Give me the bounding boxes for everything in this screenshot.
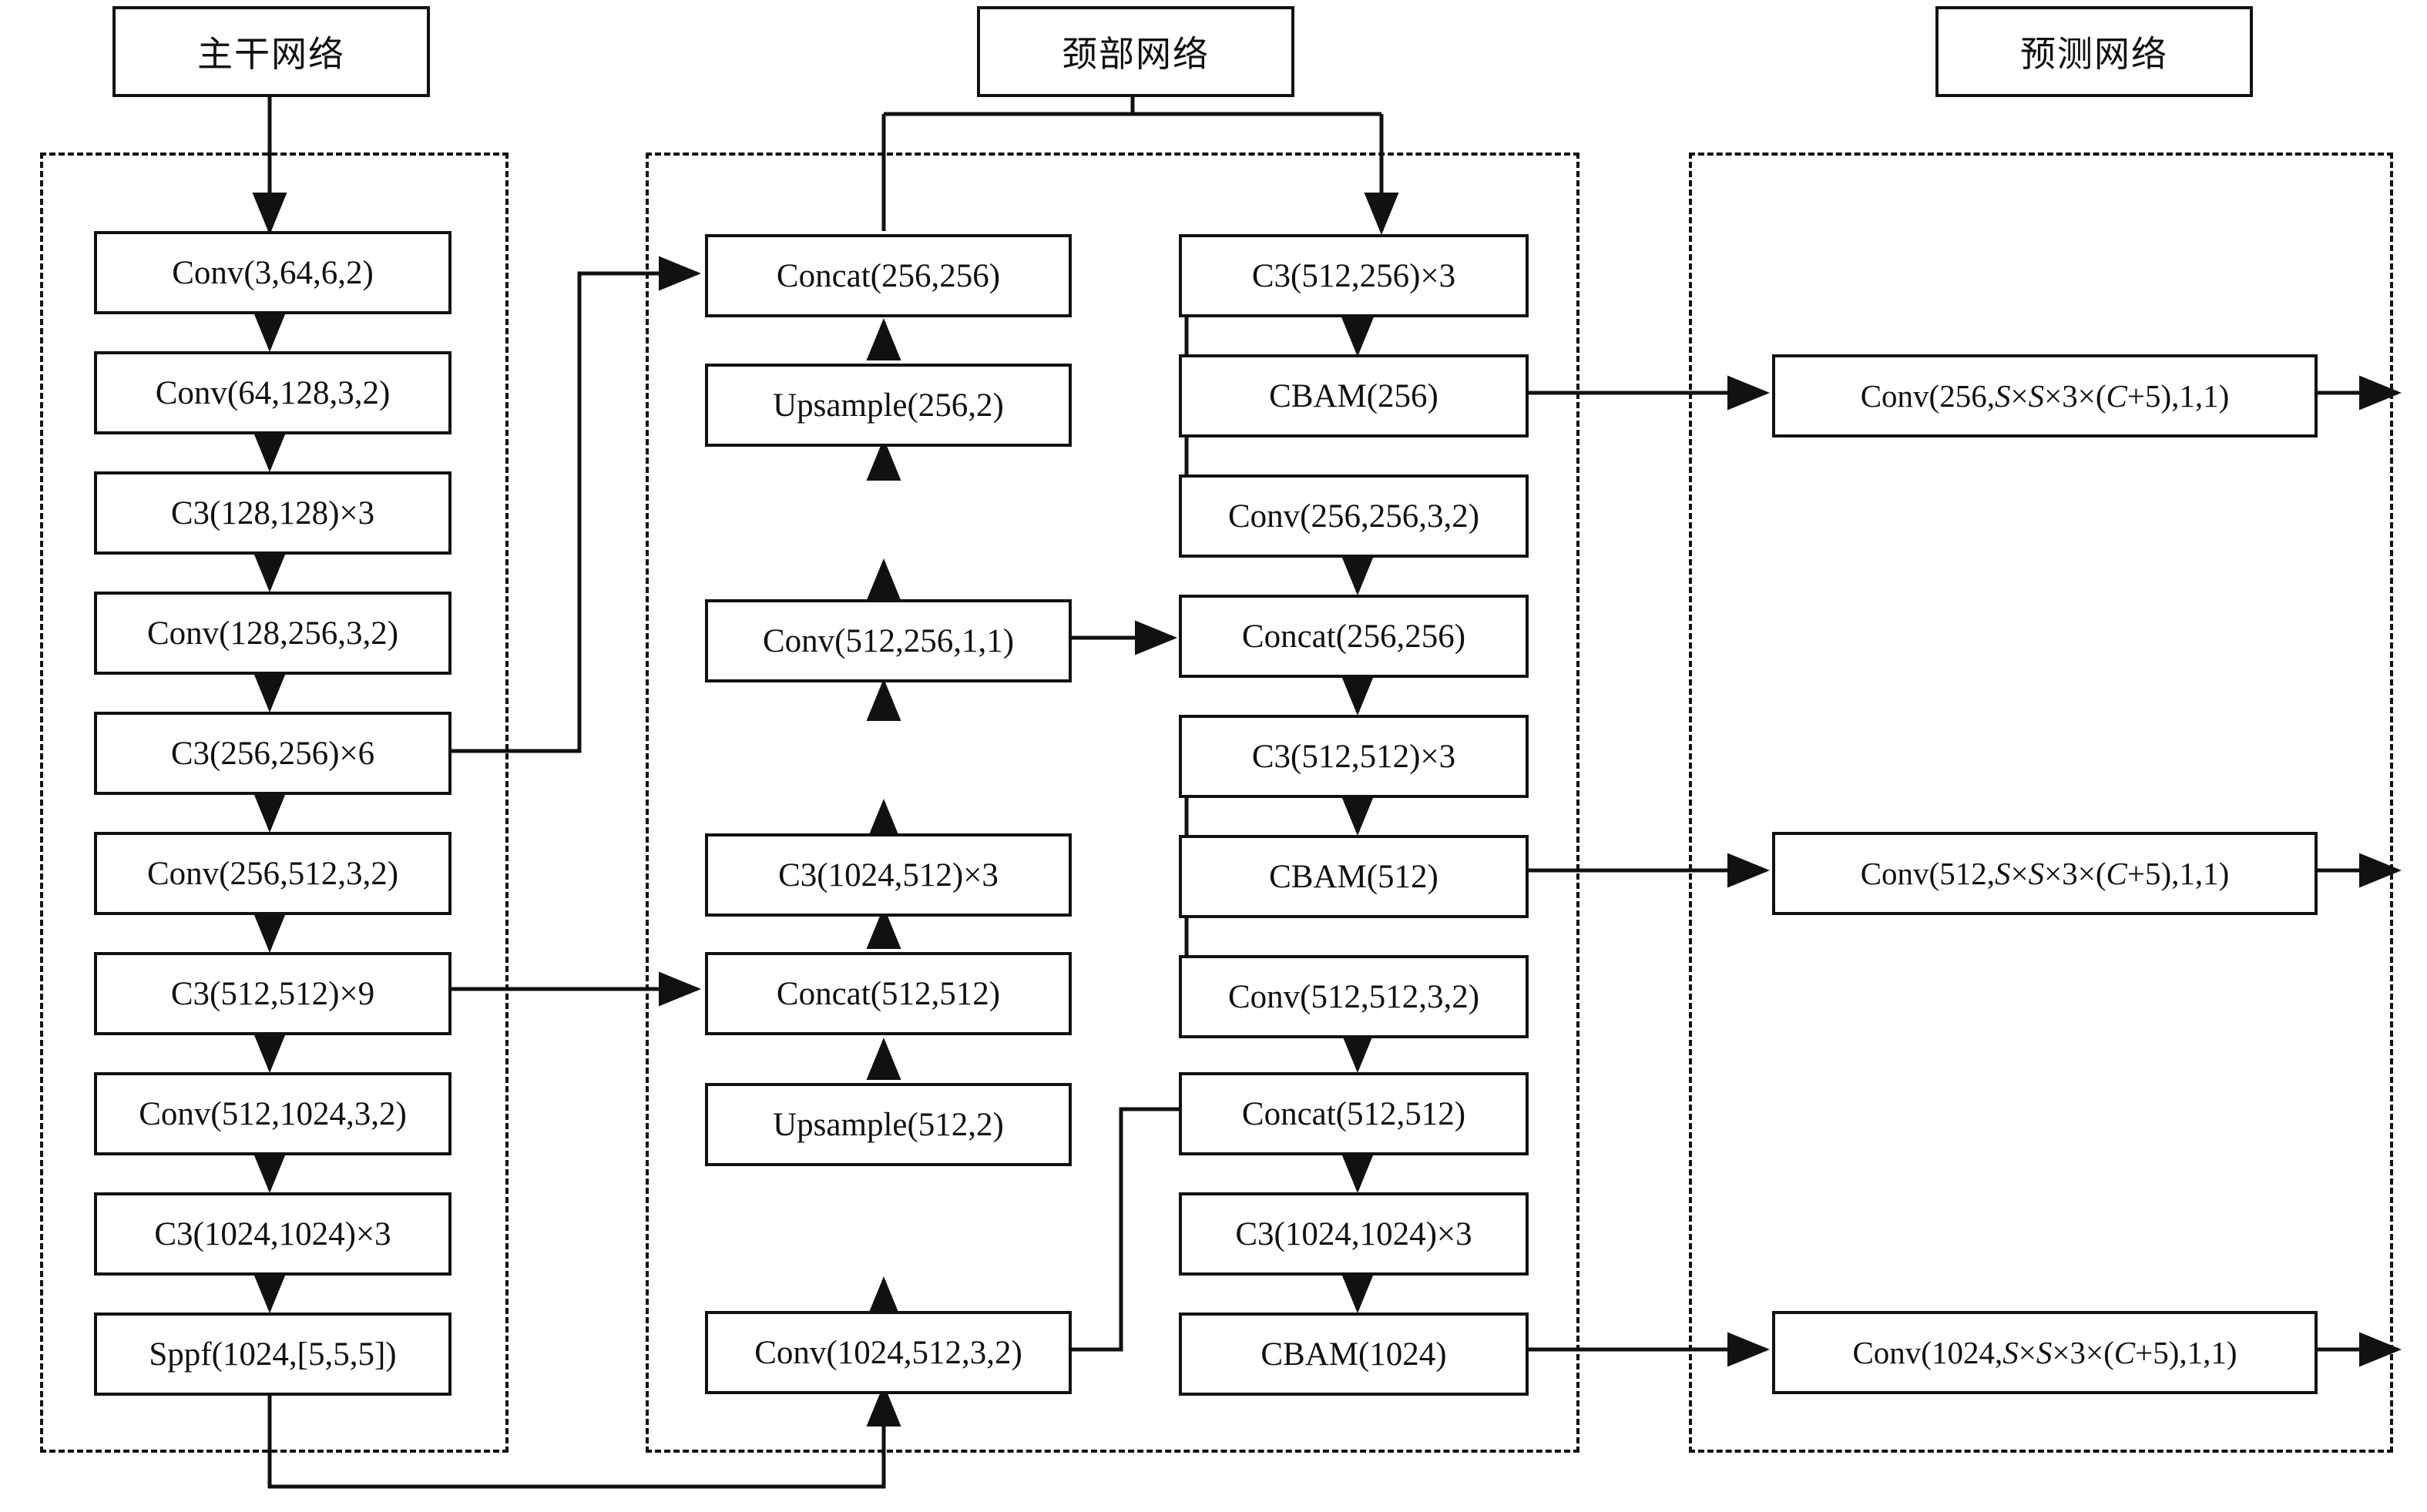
- block-label: C3(1024,512)×3: [778, 857, 999, 893]
- block-label: Conv(512,256,1,1): [762, 622, 1015, 659]
- block-label: C3(512,256)×3: [1251, 257, 1456, 294]
- neck-header-label: 颈部网络: [1062, 33, 1210, 75]
- block-label: Conv(256,512,3,2): [146, 855, 399, 892]
- block-label: CBAM(256): [1269, 377, 1438, 414]
- block-label: Conv(1024,512,3,2): [754, 1334, 1022, 1371]
- block-label: C3(256,256)×6: [170, 735, 375, 772]
- head-header-label: 预测网络: [2020, 33, 2168, 75]
- neck-group-boundary: [646, 153, 1579, 1453]
- backbone-block-conv-512-1024[interactable]: Conv(512,1024,3,2): [94, 1072, 451, 1155]
- backbone-block-sppf[interactable]: Sppf(1024,[5,5,5]): [94, 1313, 451, 1396]
- head-section-header: 预测网络: [1935, 6, 2253, 97]
- neck-block-c3-1024-512[interactable]: C3(1024,512)×3: [705, 833, 1072, 917]
- backbone-block-c3-128[interactable]: C3(128,128)×3: [94, 471, 451, 555]
- block-label: Upsample(256,2): [773, 387, 1004, 424]
- neck-block-conv-256-256[interactable]: Conv(256,256,3,2): [1179, 474, 1529, 558]
- head-block-conv-1024[interactable]: Conv(1024,S×S×3×(C+5),1,1): [1772, 1311, 2318, 1394]
- backbone-block-conv-128-256[interactable]: Conv(128,256,3,2): [94, 592, 451, 675]
- block-label: C3(1024,1024)×3: [154, 1215, 391, 1252]
- backbone-block-conv-64-128[interactable]: Conv(64,128,3,2): [94, 351, 451, 434]
- block-label: Conv(64,128,3,2): [155, 374, 391, 411]
- backbone-block-conv-3-64[interactable]: Conv(3,64,6,2): [94, 231, 451, 314]
- block-label: Concat(256,256): [1241, 618, 1466, 655]
- block-label: Conv(1024,S×S×3×(C+5),1,1): [1852, 1334, 2237, 1370]
- backbone-block-conv-256-512[interactable]: Conv(256,512,3,2): [94, 832, 451, 915]
- block-label: C3(128,128)×3: [170, 495, 375, 531]
- block-label: C3(512,512)×9: [170, 975, 375, 1012]
- neck-section-header: 颈部网络: [977, 6, 1294, 97]
- neck-block-upsample-256[interactable]: Upsample(256,2): [705, 364, 1072, 447]
- block-label: CBAM(1024): [1260, 1336, 1447, 1373]
- block-label: Upsample(512,2): [773, 1106, 1004, 1143]
- backbone-block-c3-1024[interactable]: C3(1024,1024)×3: [94, 1192, 451, 1276]
- neck-block-concat-256-b[interactable]: Concat(256,256): [1179, 595, 1529, 678]
- block-label: Concat(512,512): [1241, 1095, 1466, 1132]
- block-label: Concat(256,256): [776, 257, 1001, 294]
- neck-block-concat-512-b[interactable]: Concat(512,512): [1179, 1072, 1529, 1155]
- neck-block-upsample-512[interactable]: Upsample(512,2): [705, 1083, 1072, 1166]
- backbone-header-label: 主干网络: [197, 33, 345, 75]
- backbone-section-header: 主干网络: [112, 6, 430, 97]
- block-label: Sppf(1024,[5,5,5]): [149, 1336, 397, 1373]
- backbone-block-c3-512[interactable]: C3(512,512)×9: [94, 952, 451, 1035]
- block-label: Conv(3,64,6,2): [172, 254, 374, 291]
- backbone-block-c3-256[interactable]: C3(256,256)×6: [94, 712, 451, 795]
- block-label: Conv(256,256,3,2): [1227, 498, 1480, 535]
- neck-block-cbam-1024[interactable]: CBAM(1024): [1179, 1313, 1529, 1396]
- head-block-conv-512[interactable]: Conv(512,S×S×3×(C+5),1,1): [1772, 832, 2318, 915]
- neck-block-c3-512-256[interactable]: C3(512,256)×3: [1179, 234, 1529, 317]
- neck-block-c3-512-512[interactable]: C3(512,512)×3: [1179, 715, 1529, 798]
- neck-block-conv-512-256[interactable]: Conv(512,256,1,1): [705, 599, 1072, 682]
- block-label: Conv(512,1024,3,2): [139, 1095, 407, 1132]
- neck-block-cbam-256[interactable]: CBAM(256): [1179, 354, 1529, 438]
- block-label: Conv(512,S×S×3×(C+5),1,1): [1860, 855, 2230, 891]
- backbone-group-boundary: [40, 153, 509, 1453]
- neck-block-concat-256[interactable]: Concat(256,256): [705, 234, 1072, 317]
- block-label: C3(1024,1024)×3: [1235, 1215, 1472, 1252]
- block-label: Conv(128,256,3,2): [146, 615, 399, 652]
- block-label: C3(512,512)×3: [1251, 738, 1456, 775]
- block-label: CBAM(512): [1269, 858, 1438, 895]
- block-label: Conv(512,512,3,2): [1227, 978, 1480, 1015]
- head-group-boundary: [1689, 153, 2393, 1453]
- neck-block-c3-1024-1024[interactable]: C3(1024,1024)×3: [1179, 1192, 1529, 1276]
- block-label: Conv(256,S×S×3×(C+5),1,1): [1860, 377, 2230, 414]
- neck-block-conv-512-512[interactable]: Conv(512,512,3,2): [1179, 955, 1529, 1038]
- head-block-conv-256[interactable]: Conv(256,S×S×3×(C+5),1,1): [1772, 354, 2318, 438]
- block-label: Concat(512,512): [776, 975, 1001, 1012]
- neck-block-conv-1024-512[interactable]: Conv(1024,512,3,2): [705, 1311, 1072, 1394]
- neck-block-cbam-512[interactable]: CBAM(512): [1179, 835, 1529, 918]
- neck-block-concat-512[interactable]: Concat(512,512): [705, 952, 1072, 1035]
